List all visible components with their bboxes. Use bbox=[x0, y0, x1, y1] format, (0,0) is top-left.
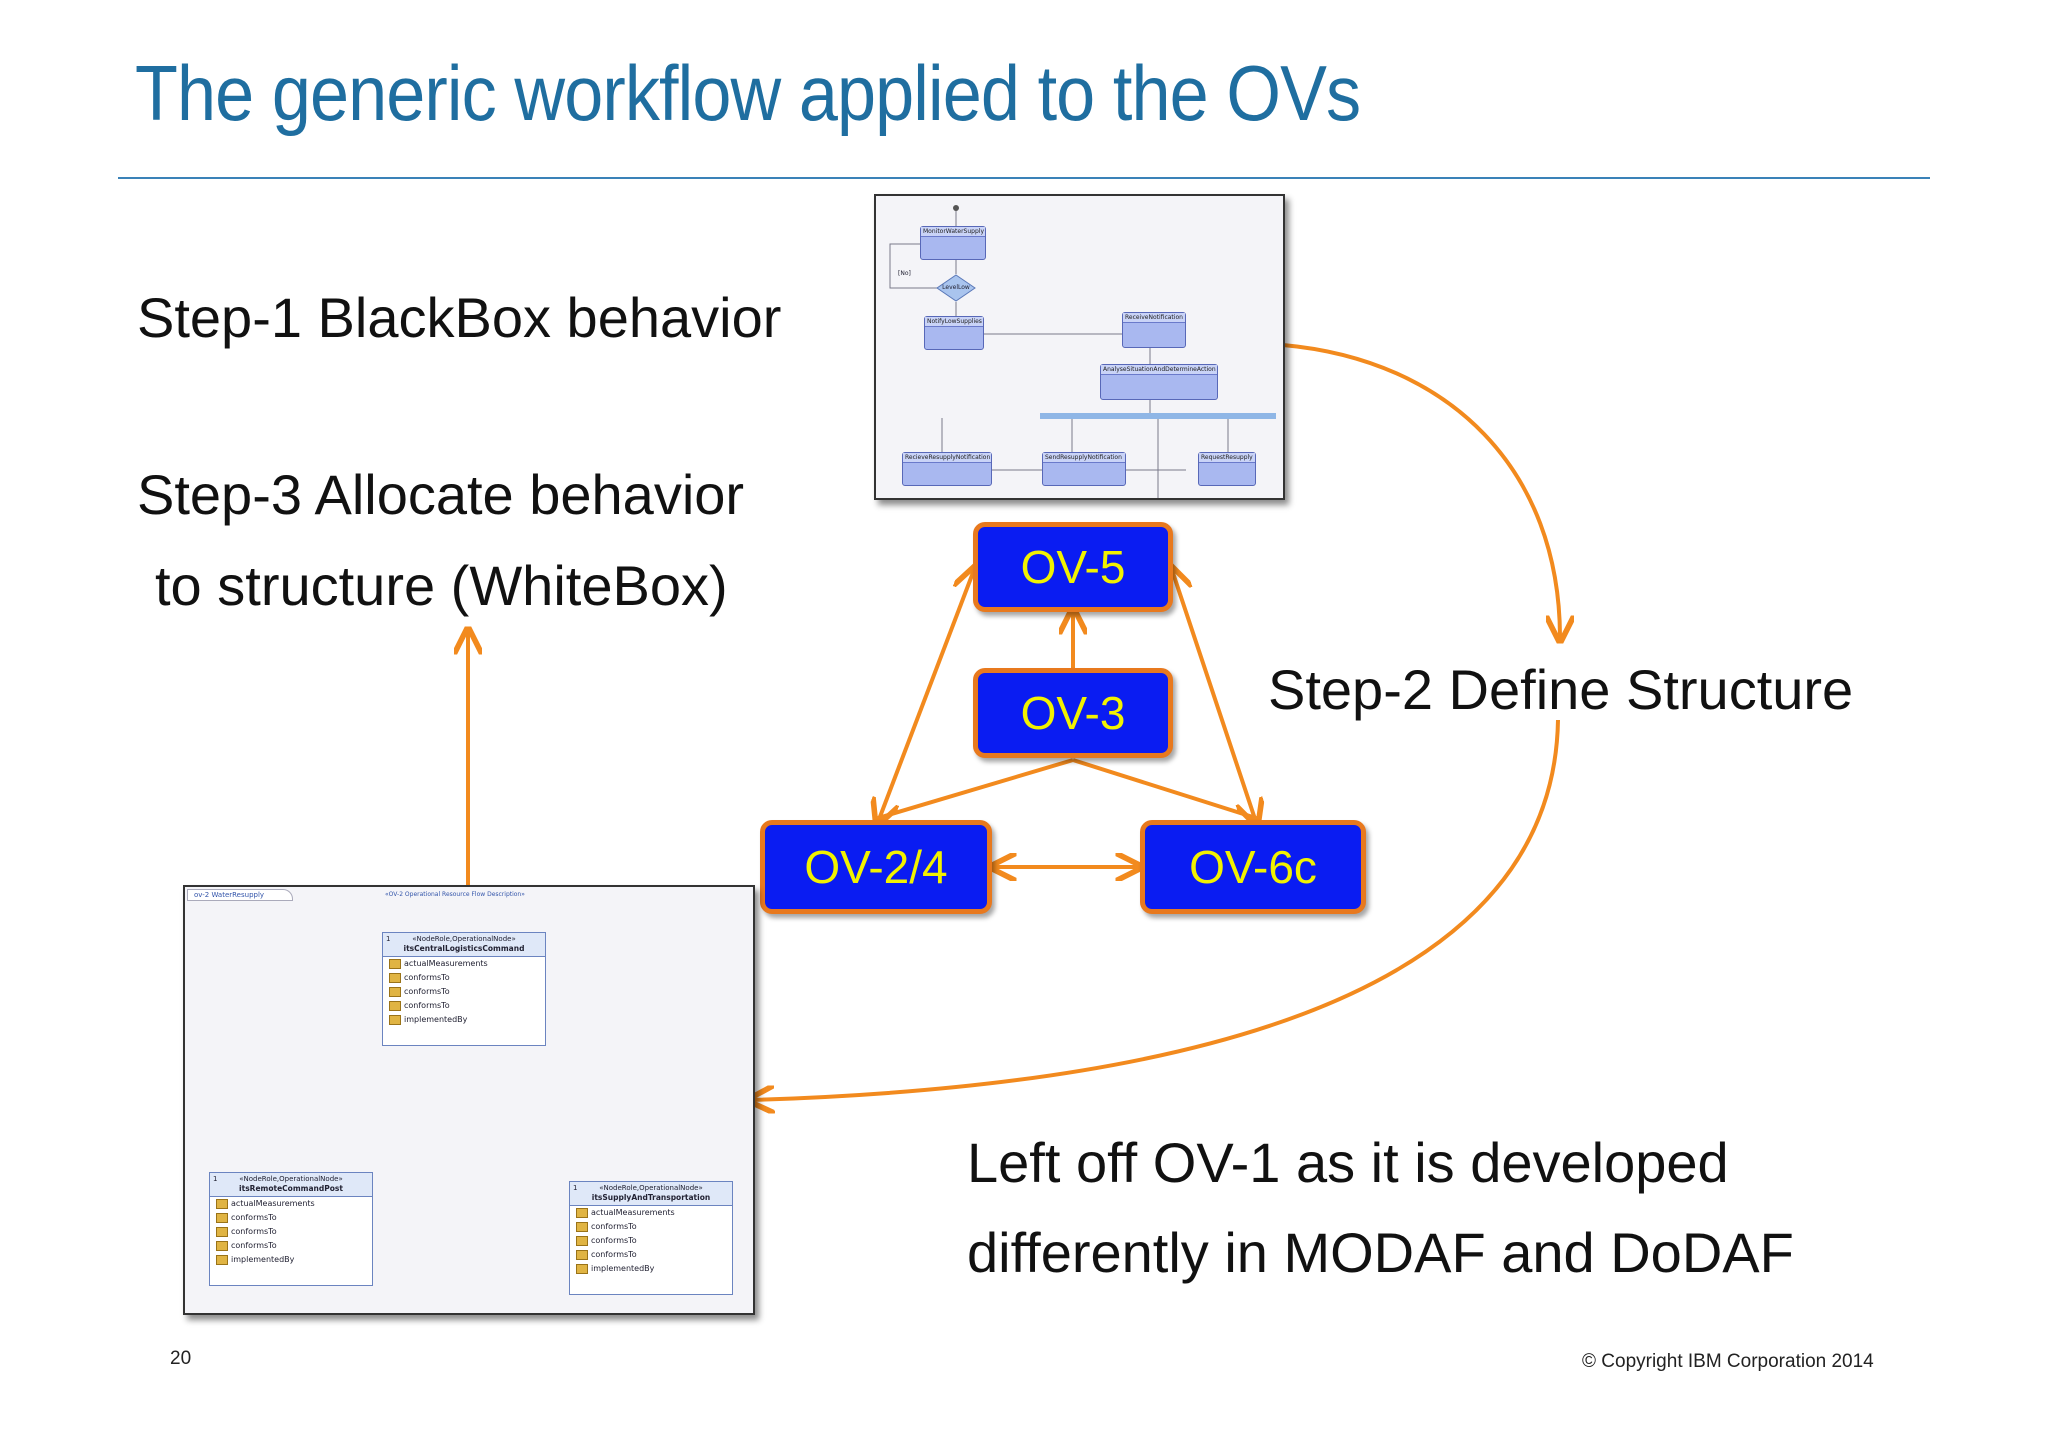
activity-notify: NotifyLowSupplies bbox=[924, 316, 984, 350]
activity-send-resupply-label: SendResupplyNotification bbox=[1043, 453, 1125, 463]
step3-label-line2: to structure (WhiteBox) bbox=[155, 554, 728, 617]
block-supply-transportation: 1 «NodeRole,OperationalNode» itsSupplyAn… bbox=[569, 1181, 733, 1295]
block-row: actualMeasurements bbox=[210, 1197, 372, 1211]
step1-label: Step-1 BlackBox behavior bbox=[137, 286, 782, 349]
step2-upper-arrow bbox=[1282, 343, 1560, 638]
activity-monitor: MonitorWaterSupply bbox=[920, 226, 986, 260]
block-row: implementedBy bbox=[210, 1253, 372, 1267]
activity-receive: ReceiveNotification bbox=[1122, 312, 1186, 348]
activity-diagram-screenshot: MonitorWaterSupply LevelLow [No] NotifyL… bbox=[874, 194, 1285, 500]
slide-title: The generic workflow applied to the OVs bbox=[135, 49, 1361, 137]
step2-label: Step-2 Define Structure bbox=[1268, 658, 1854, 721]
folder-icon bbox=[576, 1249, 588, 1260]
folder-icon bbox=[216, 1226, 228, 1237]
page-number: 20 bbox=[170, 1348, 192, 1369]
block-remote-name: itsRemoteCommandPost bbox=[239, 1184, 343, 1193]
folder-icon bbox=[576, 1263, 588, 1274]
copyright: © Copyright IBM Corporation 2014 bbox=[1582, 1351, 1874, 1372]
step2-lower-arrow bbox=[752, 719, 1560, 1100]
block-row: conformsTo bbox=[383, 985, 545, 999]
activity-recieve-resupply-label: RecieveResupplyNotification bbox=[903, 453, 991, 463]
block-central-stereotype: «NodeRole,OperationalNode» bbox=[412, 935, 516, 943]
folder-icon bbox=[216, 1254, 228, 1265]
block-remote-multiplicity: 1 bbox=[213, 1175, 218, 1183]
folder-icon bbox=[389, 986, 401, 997]
block-row: conformsTo bbox=[383, 999, 545, 1013]
folder-icon bbox=[389, 1014, 401, 1025]
folder-icon bbox=[216, 1240, 228, 1251]
decision-node: LevelLow bbox=[936, 274, 976, 302]
block-central-logistics: 1 «NodeRole,OperationalNode» itsCentralL… bbox=[382, 932, 546, 1046]
folder-icon bbox=[389, 958, 401, 969]
ov2-diagram-caption: «OV-2 Operational Resource Flow Descript… bbox=[385, 891, 525, 898]
activity-analyse: AnalyseSituationAndDetermineAction bbox=[1100, 364, 1218, 400]
ov6c-box[interactable]: OV-6c bbox=[1140, 820, 1366, 914]
block-central-multiplicity: 1 bbox=[386, 935, 391, 943]
activity-monitor-label: MonitorWaterSupply bbox=[921, 227, 985, 237]
block-row: conformsTo bbox=[570, 1234, 732, 1248]
activity-recieve-resupply: RecieveResupplyNotification bbox=[902, 452, 992, 486]
ov2-diagram-tab[interactable]: ov-2 WaterResupply bbox=[187, 889, 294, 901]
block-row: conformsTo bbox=[570, 1248, 732, 1262]
folder-icon bbox=[389, 972, 401, 983]
note-line2: differently in MODAF and DoDAF bbox=[967, 1221, 1794, 1284]
block-supply-multiplicity: 1 bbox=[573, 1184, 578, 1192]
ov24-ov5-arrow bbox=[878, 570, 974, 822]
activity-request-resupply-label: RequestResupply bbox=[1199, 453, 1255, 463]
ov3-to-ov6c-line bbox=[1072, 758, 1257, 820]
folder-icon bbox=[576, 1235, 588, 1246]
ov5-box[interactable]: OV-5 bbox=[973, 522, 1173, 612]
block-row: actualMeasurements bbox=[570, 1206, 732, 1220]
activity-analyse-label: AnalyseSituationAndDetermineAction bbox=[1101, 365, 1217, 375]
block-supply-stereotype: «NodeRole,OperationalNode» bbox=[599, 1184, 703, 1192]
ov6c-ov5-arrow bbox=[1172, 570, 1256, 822]
ov2-diagram-tab-label: ov-2 WaterResupply bbox=[194, 891, 265, 899]
title-divider bbox=[118, 177, 1930, 179]
block-row: actualMeasurements bbox=[383, 957, 545, 971]
activity-flow-lines bbox=[889, 205, 1276, 498]
block-row: conformsTo bbox=[383, 971, 545, 985]
folder-icon bbox=[576, 1221, 588, 1232]
folder-icon bbox=[216, 1198, 228, 1209]
block-remote-command-post: 1 «NodeRole,OperationalNode» itsRemoteCo… bbox=[209, 1172, 373, 1286]
ov24-box[interactable]: OV-2/4 bbox=[760, 820, 992, 914]
block-row: implementedBy bbox=[570, 1262, 732, 1276]
ov3-to-ov24-line bbox=[877, 758, 1074, 820]
block-row: conformsTo bbox=[210, 1225, 372, 1239]
activity-send-resupply: SendResupplyNotification bbox=[1042, 452, 1126, 486]
note-line1: Left off OV-1 as it is developed bbox=[967, 1131, 1729, 1194]
activity-request-resupply: RequestResupply bbox=[1198, 452, 1256, 486]
decision-label: LevelLow bbox=[942, 284, 970, 291]
activity-notify-label: NotifyLowSupplies bbox=[925, 317, 983, 327]
block-central-name: itsCentralLogisticsCommand bbox=[403, 944, 525, 953]
block-row: conformsTo bbox=[210, 1211, 372, 1225]
block-row: conformsTo bbox=[210, 1239, 372, 1253]
ov3-box[interactable]: OV-3 bbox=[973, 668, 1173, 758]
step3-label-line1: Step-3 Allocate behavior bbox=[137, 463, 745, 526]
block-remote-stereotype: «NodeRole,OperationalNode» bbox=[239, 1175, 343, 1183]
block-row: implementedBy bbox=[383, 1013, 545, 1027]
block-row: conformsTo bbox=[570, 1220, 732, 1234]
no-guard-label: [No] bbox=[898, 270, 911, 277]
ov2-diagram-screenshot: ov-2 WaterResupply «OV-2 Operational Res… bbox=[183, 885, 755, 1315]
block-supply-name: itsSupplyAndTransportation bbox=[591, 1193, 711, 1202]
folder-icon bbox=[216, 1212, 228, 1223]
folder-icon bbox=[389, 1000, 401, 1011]
folder-icon bbox=[576, 1207, 588, 1218]
activity-receive-label: ReceiveNotification bbox=[1123, 313, 1185, 323]
